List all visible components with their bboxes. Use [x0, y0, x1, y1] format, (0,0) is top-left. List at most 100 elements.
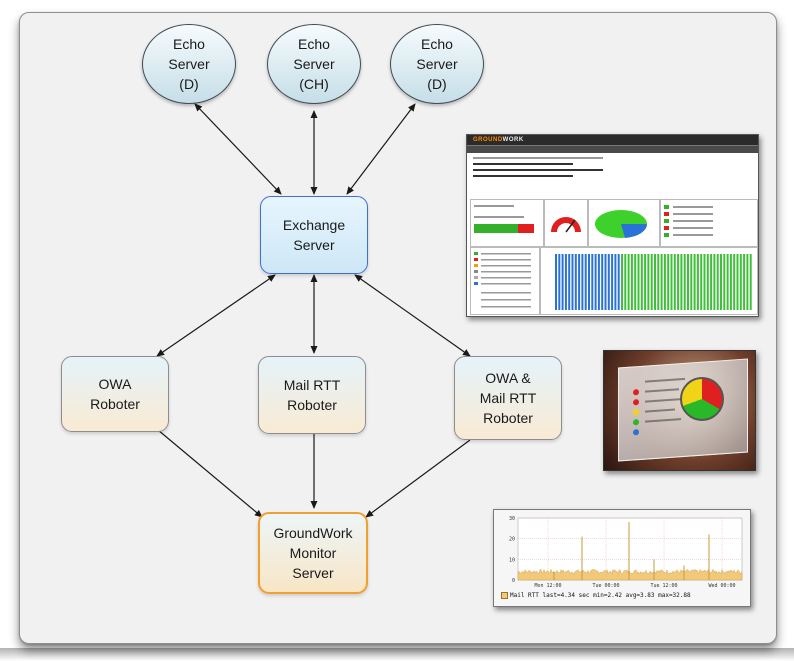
owa-roboter-node: OWA Roboter [61, 356, 169, 432]
report-text-line [481, 253, 531, 255]
timeline-bar [624, 254, 627, 310]
report-kpi-swatch [474, 282, 478, 285]
report-text-line [481, 277, 531, 279]
report-kpi-swatch [474, 258, 478, 261]
node-label-line: Exchange [282, 217, 346, 233]
node-label-line: Echo [421, 36, 453, 52]
timeline-bar [733, 254, 736, 310]
graph-x-tick-label: Tue 12:00 [650, 583, 677, 589]
timeline-bar [716, 254, 719, 310]
timeline-bar [568, 254, 571, 310]
timeline-bar [627, 254, 630, 310]
report-pie-blue [621, 224, 648, 238]
report-text-line [481, 299, 531, 301]
timeline-bar [746, 254, 749, 310]
report-green-bar [474, 224, 518, 233]
timeline-bar [611, 254, 614, 310]
timeline-bar [680, 254, 683, 310]
availability-report-screenshot: GROUNDWORK [466, 134, 759, 317]
glass-text-line [645, 418, 681, 423]
page-bottom-shadow [0, 648, 794, 661]
echo-server-d-left-node: Echo Server (D) [142, 24, 236, 104]
timeline-bar [677, 254, 680, 310]
node-label-line: (D) [427, 76, 447, 92]
status-dot-icon [633, 429, 639, 436]
arrow-exchange-owa [156, 274, 276, 357]
timeline-bar [574, 254, 577, 310]
timeline-bar [621, 254, 623, 310]
timeline-bar [647, 254, 650, 310]
report-text-line [481, 283, 531, 285]
node-label-line: OWA [98, 376, 132, 392]
timeline-bar [558, 254, 561, 310]
report-text-line [481, 306, 531, 308]
report-timeline-panel [540, 247, 758, 315]
status-dot-icon [633, 389, 639, 396]
timeline-bar [657, 254, 660, 310]
node-label-line: Echo [173, 36, 205, 52]
timeline-bar [690, 254, 693, 310]
report-text-line [481, 259, 531, 261]
timeline-bar [578, 254, 581, 310]
node-label-line: Mail RTT [479, 390, 537, 406]
report-brand-suffix: WORK [502, 137, 524, 143]
report-pie-graphic [595, 210, 648, 238]
mail-rtt-legend-text: Mail RTT last=4.34 sec min=2.42 avg=3.83… [510, 592, 691, 599]
report-bar-panel [470, 199, 544, 247]
timeline-bar [630, 254, 633, 310]
timeline-bar [739, 254, 742, 310]
groundwork-monitor-server-node: GroundWork Monitor Server [258, 512, 368, 594]
mail-rtt-roboter-node: Mail RTT Roboter [258, 356, 366, 434]
glass-text-line [645, 398, 683, 403]
graph-x-tick-label: Wed 00:00 [708, 583, 735, 589]
report-kpi-swatch [474, 270, 478, 273]
timeline-bar [667, 254, 670, 310]
timeline-bar [726, 254, 729, 310]
node-label-line: Server [416, 56, 458, 72]
mail-rtt-legend: Mail RTT last=4.34 sec min=2.42 avg=3.83… [501, 592, 691, 599]
timeline-bar [564, 254, 567, 310]
timeline-bar [700, 254, 703, 310]
graph-rtt-area [517, 568, 743, 581]
timeline-bar [597, 254, 600, 310]
report-text-line [673, 206, 713, 208]
report-topbar: GROUNDWORK [467, 135, 758, 145]
timeline-bar [683, 254, 686, 310]
timeline-bar [604, 254, 607, 310]
timeline-bar [591, 254, 594, 310]
graph-y-tick-label: 0 [512, 578, 515, 584]
timeline-bar [660, 254, 663, 310]
timeline-bar [749, 254, 752, 310]
node-label-line: Roboter [483, 410, 533, 426]
timeline-bar [584, 254, 587, 310]
timeline-bar [713, 254, 716, 310]
node-label-line: Roboter [287, 397, 337, 413]
report-text-line [673, 220, 713, 222]
timeline-bar [723, 254, 726, 310]
report-brand-logo: GROUNDWORK [473, 137, 524, 143]
report-gauge-arc [551, 217, 581, 232]
timeline-bar [571, 254, 574, 310]
report-brand-prefix: GROUND [473, 137, 503, 143]
graph-y-tick-label: 10 [509, 557, 515, 563]
timeline-bar [555, 254, 557, 310]
report-log-status-green [664, 233, 669, 237]
graph-y-tick-label: 20 [509, 537, 515, 543]
report-kpi-swatch [474, 252, 478, 255]
timeline-bar [710, 254, 713, 310]
report-log-status-green [664, 205, 669, 209]
report-text-line [473, 169, 603, 171]
report-text-line [474, 216, 524, 218]
exchange-server-node: Exchange Server [260, 196, 368, 274]
touchscreen-dashboard-photo [603, 350, 756, 471]
mail-rtt-legend-swatch [501, 592, 508, 599]
report-text-line [673, 227, 713, 229]
report-log-graphic [664, 205, 713, 237]
report-text-line [474, 205, 514, 207]
timeline-bar [594, 254, 597, 310]
graph-x-tick-label: Mon 12:00 [534, 583, 561, 589]
node-label-line: GroundWork [273, 525, 353, 541]
